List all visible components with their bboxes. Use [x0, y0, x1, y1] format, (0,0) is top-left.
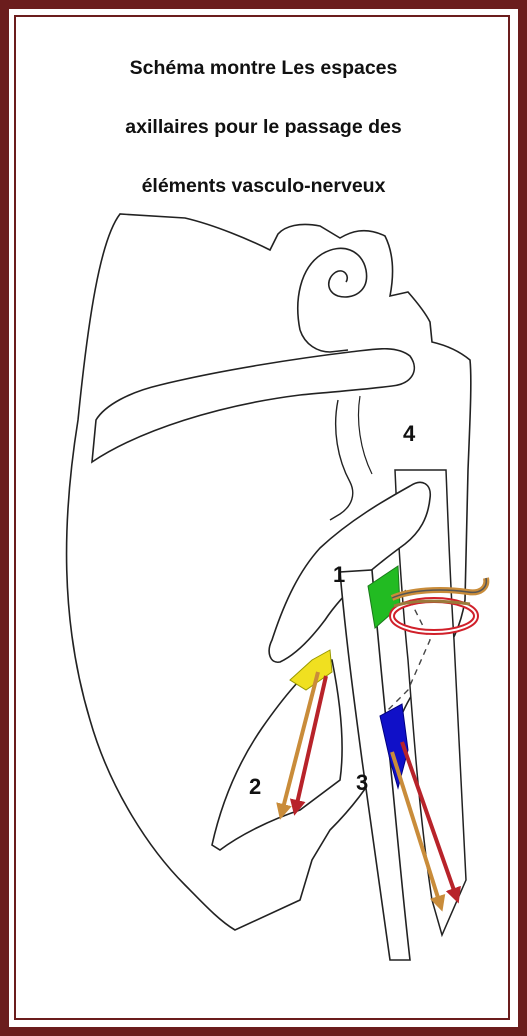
label-space-2: 2 — [249, 774, 261, 799]
label-space-1: 1 — [333, 562, 345, 587]
label-space-3: 3 — [356, 770, 368, 795]
label-space-4: 4 — [403, 421, 416, 446]
